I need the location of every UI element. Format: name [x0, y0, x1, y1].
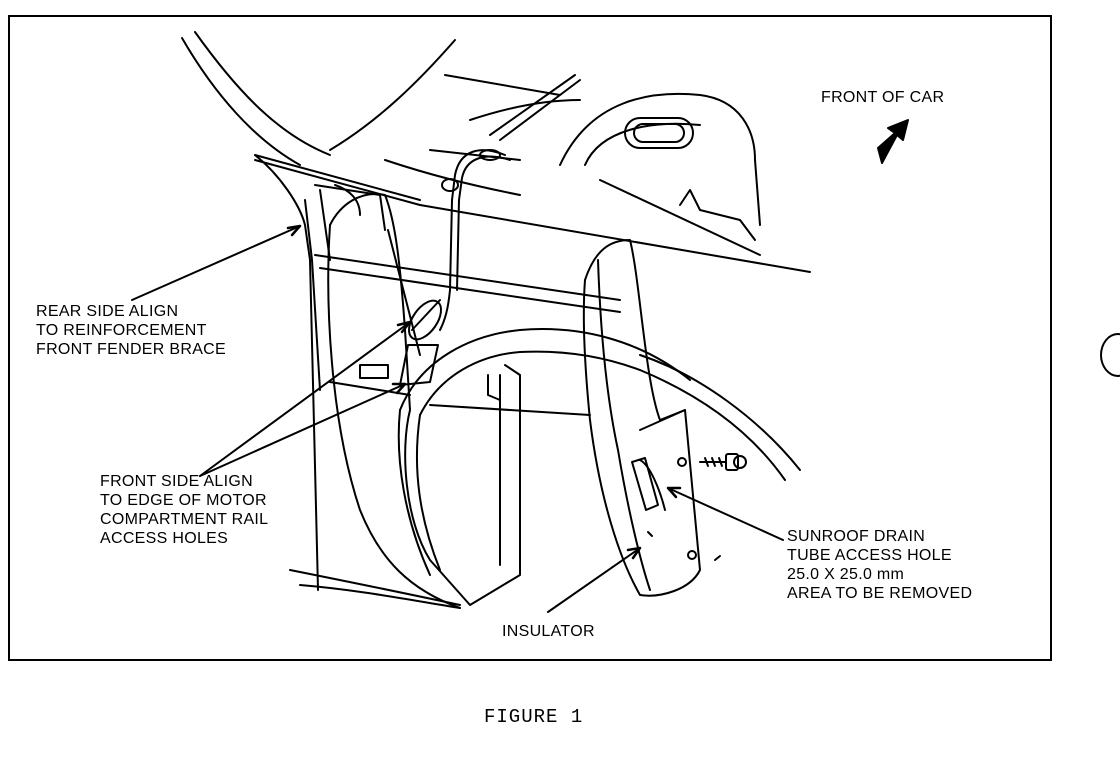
wheel-arch [397, 328, 801, 576]
shock-tower-hole [624, 117, 694, 149]
leader-lines [131, 224, 784, 613]
rear-insulator-piece [327, 193, 521, 609]
sunroof-label-line-2: TUBE ACCESS HOLE [787, 547, 952, 564]
sunroof-label-line-4: AREA TO BE REMOVED [787, 585, 973, 602]
shock-tower-hole-inner [633, 123, 685, 143]
sunroof-label-line-3: 25.0 X 25.0 mm [787, 566, 905, 583]
sunroof-label-line-1: SUNROOF DRAIN [787, 528, 926, 545]
front-side-label-line-3: COMPARTMENT RAIL [100, 511, 269, 528]
front-side-label-line-4: ACCESS HOLES [100, 530, 229, 547]
figure-caption: FIGURE 1 [484, 706, 584, 728]
insulator-label: INSULATOR [502, 623, 595, 640]
front-side-label-line-1: FRONT SIDE ALIGN [100, 473, 253, 490]
bolt [699, 453, 747, 471]
front-of-car-arrow [877, 119, 909, 164]
shock-tower [559, 92, 761, 241]
front-of-car-label: FRONT OF CAR [821, 89, 945, 106]
rear-side-label-line-2: TO REINFORCEMENT [36, 322, 207, 339]
drain-tube [439, 149, 511, 331]
rear-side-label-line-1: REAR SIDE ALIGN [36, 303, 179, 320]
front-side-label-line-2: TO EDGE OF MOTOR [100, 492, 267, 509]
front-insulator-piece [582, 239, 721, 597]
rear-side-label-line-3: FRONT FENDER BRACE [36, 341, 227, 358]
diagram-frame [8, 15, 1052, 661]
reinforcement-panel [254, 154, 621, 609]
